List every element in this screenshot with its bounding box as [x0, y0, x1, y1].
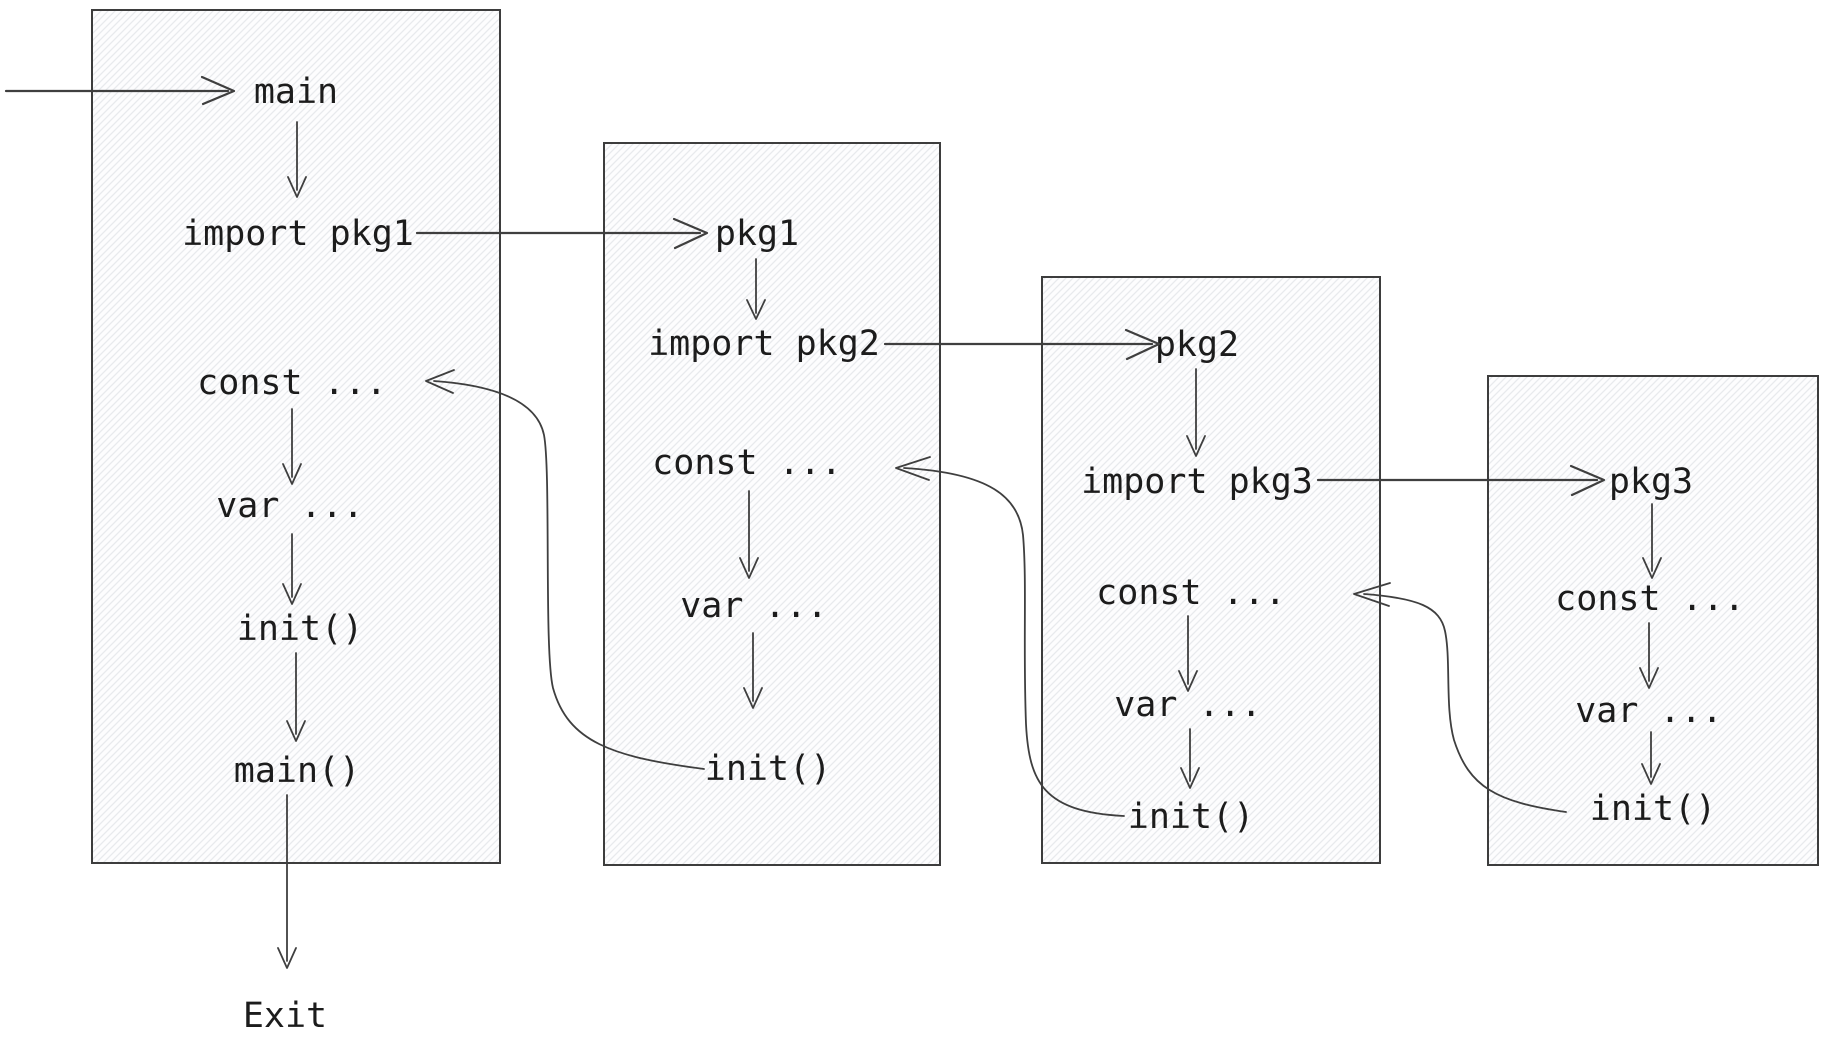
return-arrow-pkg3-init-to-pkg2-const	[1353, 582, 1567, 813]
arrow-pkg2-var-to-init	[1180, 728, 1200, 789]
main-var-label: var ...	[216, 486, 364, 526]
arrow-pkg1-var-to-init	[743, 632, 763, 709]
pkg1-init-label: init()	[705, 749, 831, 789]
pkg1-box-labels: pkg1 import pkg2 const ... var ... init(…	[648, 214, 880, 789]
pkg2-title-label: pkg2	[1155, 325, 1239, 365]
entry-arrow	[4, 75, 236, 106]
pkg2-import-pkg3-label: import pkg3	[1081, 462, 1313, 502]
main-title-label: main	[254, 72, 338, 112]
arrow-import-pkg2-to-pkg2	[883, 328, 1161, 361]
pkg1-var-label: var ...	[680, 586, 828, 626]
pkg3-var-label: var ...	[1575, 691, 1723, 731]
pkg3-const-label: const ...	[1555, 579, 1745, 619]
exit-label: Exit	[243, 996, 327, 1036]
pkg1-const-label: const ...	[652, 443, 842, 483]
arrow-pkg2-to-import-pkg3	[1186, 368, 1206, 457]
main-box-labels: main import pkg1 const ... var ... init(…	[182, 72, 414, 791]
package-box-pkg1	[603, 142, 941, 866]
main-call-label: main()	[234, 751, 360, 791]
arrow-pkg3-var-to-init	[1641, 731, 1661, 785]
pkg2-init-label: init()	[1128, 797, 1254, 837]
arrow-pkg1-const-to-var	[739, 490, 759, 579]
arrow-main-init-to-main-call	[286, 652, 306, 742]
return-arrow-pkg1-init-to-main-const	[425, 369, 705, 770]
arrow-main-call-to-exit	[277, 794, 297, 969]
main-const-label: const ...	[197, 363, 387, 403]
arrow-pkg3-const-to-var	[1639, 622, 1659, 689]
arrow-import-pkg3-to-pkg3	[1316, 464, 1606, 497]
main-init-label: init()	[237, 609, 363, 649]
arrow-main-var-to-init	[282, 533, 302, 605]
pkg1-import-pkg2-label: import pkg2	[648, 324, 880, 364]
pkg3-init-label: init()	[1590, 789, 1716, 829]
arrow-pkg2-const-to-var	[1178, 615, 1198, 692]
arrow-import-pkg1-to-pkg1	[415, 217, 709, 250]
pkg1-title-label: pkg1	[715, 214, 799, 254]
pkg3-box-labels: pkg3 const ... var ... init()	[1555, 462, 1745, 829]
arrow-pkg3-to-const	[1642, 503, 1662, 579]
arrow-pkg1-to-import-pkg2	[746, 258, 766, 320]
return-arrow-pkg2-init-to-pkg1-const	[895, 456, 1125, 817]
pkg2-const-label: const ...	[1096, 573, 1286, 613]
arrow-main-const-to-var	[282, 408, 302, 485]
arrow-main-to-import-pkg1	[287, 121, 307, 198]
package-box-pkg3	[1487, 375, 1819, 866]
package-box-main	[91, 9, 501, 864]
pkg3-title-label: pkg3	[1609, 462, 1693, 502]
package-box-pkg2	[1041, 276, 1381, 864]
main-import-pkg1-label: import pkg1	[182, 214, 414, 254]
